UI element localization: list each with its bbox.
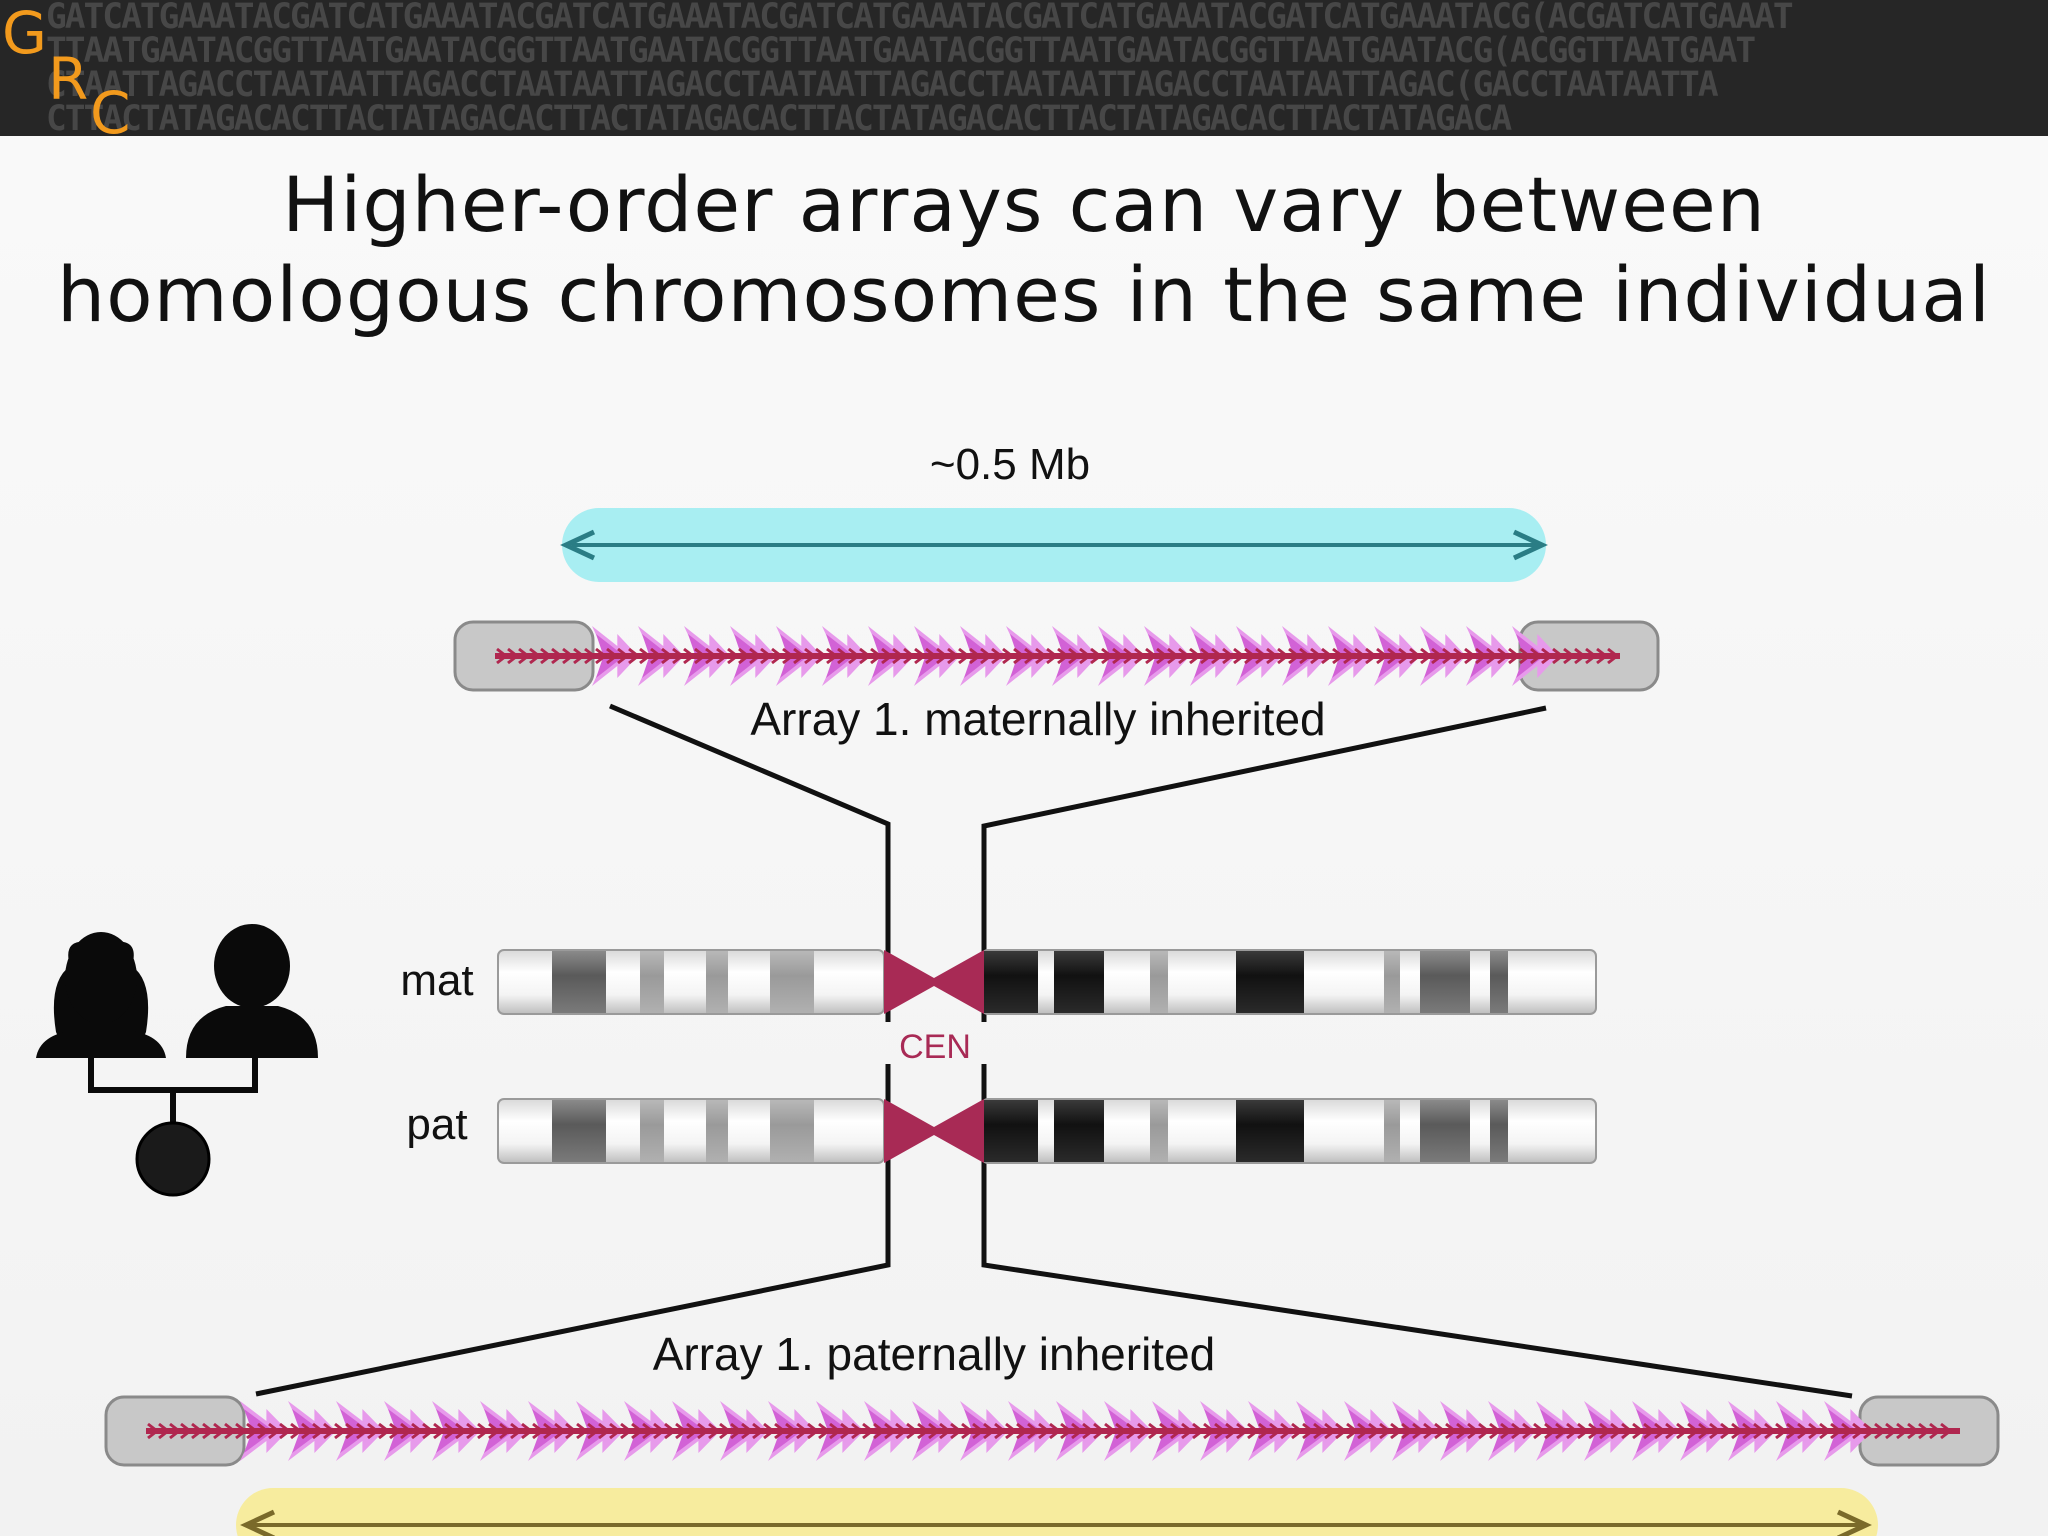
pedigree-icon [36,924,318,1195]
maternal-label: mat [400,956,473,1005]
chromosome-band [770,1100,814,1162]
chromosome-band [706,951,728,1013]
chromosome-band [1150,1100,1168,1162]
maternal-array-label: Array 1. maternally inherited [750,693,1325,745]
chromosome-band [552,1100,606,1162]
zoom-lines [256,706,1852,1396]
chromosome-band [552,951,606,1013]
mother-icon [36,932,166,1058]
maternal-array [455,622,1658,690]
centromere-label: CEN [899,1028,971,1066]
chromosome-band [1384,951,1400,1013]
chromosome-band [640,1100,664,1162]
chromosome-band [1420,951,1470,1013]
chromosome-band [1150,951,1168,1013]
father-icon [186,924,318,1058]
chromosome-band [984,951,1038,1013]
maternal-chromosome [498,950,1596,1014]
chromosome-band [1236,951,1304,1013]
chromosome-band [1236,1100,1304,1162]
chromosome-band [1420,1100,1470,1162]
chromosome-band [1054,951,1104,1013]
scale-label: ~0.5 Mb [930,440,1090,489]
chromosome-band [984,1100,1038,1162]
chromosome-band [706,1100,728,1162]
centromere [884,950,984,1014]
child-icon [137,1123,209,1195]
chromosome-band [770,951,814,1013]
chromosome-band [1490,1100,1508,1162]
paternal-array [106,1397,1998,1465]
chromosome-band [640,951,664,1013]
chromosome-band [1490,951,1508,1013]
chromosome-band [1054,1100,1104,1162]
pedigree-lines [91,1058,255,1124]
paternal-span-bar [236,1488,1878,1536]
paternal-label: pat [406,1100,467,1149]
chromosome-band [1384,1100,1400,1162]
centromere [884,1099,984,1163]
paternal-array-label: Array 1. paternally inherited [653,1328,1216,1380]
paternal-chromosome [498,1099,1596,1163]
